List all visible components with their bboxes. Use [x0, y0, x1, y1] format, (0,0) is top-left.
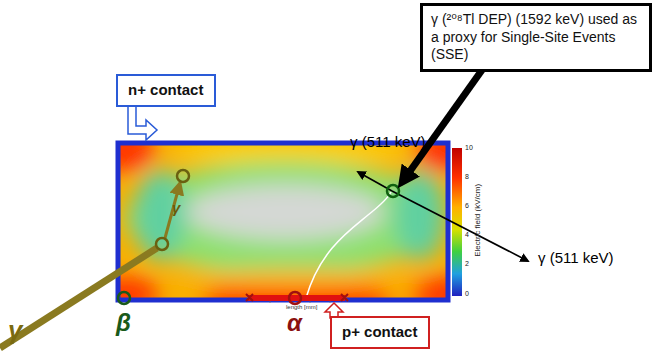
colorbar-tick: 0	[465, 290, 469, 298]
gamma-track	[392, 191, 528, 261]
gamma-label: γ (511 keV)	[350, 134, 426, 151]
gamma-symbol: γ	[172, 200, 180, 217]
contact-label-box: p+ contact	[330, 316, 430, 349]
interaction-point	[156, 238, 168, 250]
callout-arrow	[403, 70, 482, 181]
colorbar-title: Electric field (kV/cm)	[474, 184, 483, 257]
beta-event	[118, 292, 130, 304]
gamma-track	[165, 183, 180, 238]
pointer-arrow	[128, 104, 157, 140]
field-map	[118, 143, 448, 300]
colorbar-tick: 8	[465, 173, 469, 181]
beta-symbol: β	[116, 310, 131, 336]
alpha-event	[289, 292, 301, 304]
callout-box: γ (²⁰⁸Tl DEP) (1592 keV) used as a proxy…	[420, 3, 652, 72]
node-text: n+ contact	[128, 81, 204, 100]
colorbar-tick: 10	[465, 144, 473, 152]
contact-marks	[246, 294, 348, 301]
alpha-symbol: α	[287, 310, 302, 336]
axis-title: length [mm]	[286, 304, 317, 311]
p-contact-bar	[248, 295, 345, 301]
interaction-point	[387, 185, 399, 197]
colorbar-tick: 2	[465, 260, 469, 268]
gamma-track	[0, 248, 157, 348]
n-contact-border	[118, 143, 448, 300]
node-text: γ (²⁰⁸Tl DEP) (1592 keV) used as a proxy…	[431, 11, 641, 64]
gamma-label: γ (511 keV)	[538, 250, 614, 267]
colorbar-tick: 4	[465, 231, 469, 239]
node-text: p+ contact	[342, 323, 418, 342]
interaction-point	[177, 170, 189, 182]
colorbar-tick: 6	[465, 202, 469, 210]
gamma-symbol: γ	[8, 316, 22, 345]
contact-label-box: n+ contact	[116, 74, 216, 107]
